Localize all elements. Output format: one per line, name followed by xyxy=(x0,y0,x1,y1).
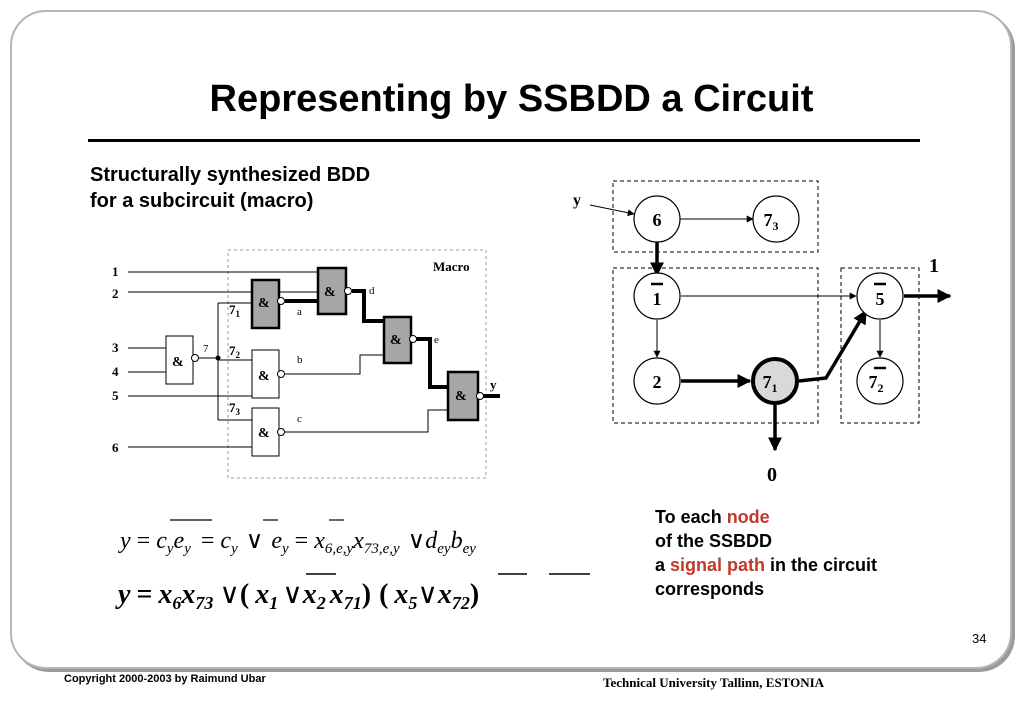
caption-line-4: corresponds xyxy=(655,579,765,599)
wire-label-d: d xyxy=(369,285,375,297)
input-label-6: 6 xyxy=(112,440,119,455)
node-2: 2 xyxy=(633,357,681,405)
fanout-junction xyxy=(215,355,221,361)
gate-c: & xyxy=(251,407,285,457)
input-label-5: 5 xyxy=(112,388,119,403)
gate-fanout-symbol: & xyxy=(172,355,184,370)
group-box-top xyxy=(612,180,819,253)
node-7-1: 71 xyxy=(751,357,799,405)
caption-line-3: a signal path in the circuit xyxy=(655,553,877,577)
gate-b: & xyxy=(251,349,285,399)
ssbdd-graph: y 1 0 6 73 1 5 xyxy=(573,180,952,486)
gate-d-symbol: & xyxy=(324,285,336,300)
title-underline xyxy=(88,139,920,142)
node-7-1-label: 71 xyxy=(763,372,778,395)
gate-fanout: & xyxy=(165,335,199,385)
circuit-output-label: y xyxy=(490,377,497,392)
circuit-schematic: Macro 1 2 3 4 5 6 xyxy=(112,249,500,479)
wire-label-c: c xyxy=(297,413,302,425)
edge-y-to-6 xyxy=(589,204,635,217)
terminal-0-label: 0 xyxy=(767,464,777,486)
gate-e-symbol: & xyxy=(390,333,402,348)
caption-line-2: of the SSBDD xyxy=(655,531,772,551)
branch-label-3: 73 xyxy=(229,400,241,417)
input-label-2: 2 xyxy=(112,286,119,301)
caption-text: in the circuit xyxy=(765,555,878,575)
copyright: Copyright 2000-2003 by Raimund Ubar xyxy=(64,673,266,685)
node-6: 6 xyxy=(633,195,681,243)
node-7-2-negated: 72 xyxy=(856,357,904,405)
formula-1-text: y=cyey=cy∨ey=x6,e,yx73,e,y∨deybey xyxy=(118,528,476,557)
wire-label-a: a xyxy=(297,306,302,318)
caption-highlight-signal-path: signal path xyxy=(670,555,766,575)
group-box-middle xyxy=(612,267,819,424)
highlighted-path xyxy=(285,289,500,398)
fanout-label: 7 xyxy=(203,343,209,355)
wire-label-e: e xyxy=(434,334,439,346)
input-label-1: 1 xyxy=(112,264,119,279)
page-number: 34 xyxy=(972,631,987,646)
gate-d: & xyxy=(316,266,352,316)
node-7-2-label: 72 xyxy=(869,372,884,395)
node-6-label: 6 xyxy=(653,210,662,230)
formula-1: y=cyey=cy∨ey=x6,e,yx73,e,y∨deybey xyxy=(118,519,476,557)
thin-wires xyxy=(128,271,448,448)
node-5-negated: 5 xyxy=(856,272,904,320)
node-7-3-label: 73 xyxy=(764,210,779,233)
branch-label-2: 72 xyxy=(229,343,241,360)
edge-71-to-5 xyxy=(798,309,868,383)
caption-line-1: To each node xyxy=(655,505,877,529)
caption-text: To each xyxy=(655,507,727,527)
group-box-right xyxy=(840,267,920,424)
subtitle-line-1: Structurally synthesized BDD xyxy=(90,164,371,186)
gate-y: & xyxy=(446,370,484,422)
branch-label-1: 71 xyxy=(229,302,241,319)
caption: To each node of the SSBDD a signal path … xyxy=(655,505,877,601)
node-1-label: 1 xyxy=(653,289,662,309)
gate-b-symbol: & xyxy=(258,369,270,384)
terminal-1-label: 1 xyxy=(929,255,939,277)
input-label-4: 4 xyxy=(112,364,119,379)
caption-text: a xyxy=(655,555,671,575)
gate-e: & xyxy=(382,315,417,365)
subtitle-line-2: for a subcircuit (macro) xyxy=(90,190,314,212)
university: Technical University Tallinn, ESTONIA xyxy=(603,675,825,690)
caption-highlight-node: node xyxy=(726,507,770,527)
macro-boundary xyxy=(227,249,487,479)
gate-a-symbol: & xyxy=(258,296,270,311)
node-2-label: 2 xyxy=(653,372,662,392)
node-1-negated: 1 xyxy=(633,272,681,320)
slide-title: Representing by SSBDD a Circuit xyxy=(209,78,814,120)
gate-y-symbol: & xyxy=(455,389,467,404)
node-5-label: 5 xyxy=(876,289,885,309)
ssbdd-input-label: y xyxy=(573,192,581,209)
node-7-3: 73 xyxy=(752,195,800,243)
gate-a: & xyxy=(250,278,285,330)
wire-label-b: b xyxy=(297,354,303,366)
subtitle: Structurally synthesized BDD for a subci… xyxy=(90,162,370,214)
input-label-3: 3 xyxy=(112,340,119,355)
gate-c-symbol: & xyxy=(258,426,270,441)
macro-label: Macro xyxy=(433,259,470,274)
